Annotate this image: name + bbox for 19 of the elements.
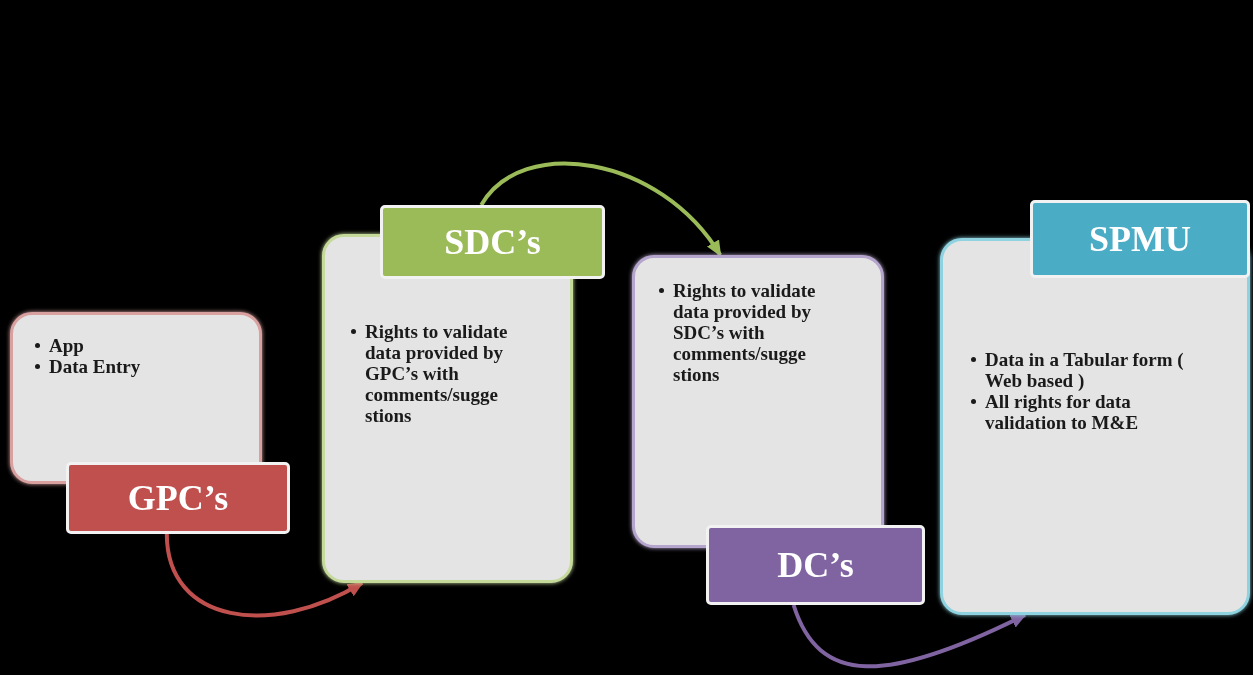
heading-tab — [66, 462, 290, 534]
stage-heading: GPC’s — [127, 477, 229, 519]
heading-tab — [1030, 200, 1250, 278]
stage-heading: SPMU — [1089, 218, 1191, 260]
stage-heading: DC’s — [777, 544, 854, 586]
bullet-text: Rights to validate data provided by GPC’s with comments/sugge stions — [365, 321, 509, 426]
bullet-text: All rights for data validation to M&E — [985, 391, 1140, 433]
curved-arrow — [791, 604, 1027, 669]
heading-tab — [706, 525, 925, 605]
content-card — [10, 312, 262, 484]
stage-heading: SDC’s — [444, 221, 541, 263]
curved-arrow — [164, 533, 364, 618]
bullet-text: App — [49, 335, 84, 356]
bullet-text: Rights to validate data provided by SDC’s with comments/sugge stions — [673, 280, 817, 385]
bullet-text: Data Entry — [49, 356, 141, 377]
content-card — [632, 255, 884, 548]
curved-arrow — [479, 161, 722, 257]
bullet-text: Data in a Tabular form ( Web based ) — [985, 349, 1185, 391]
heading-tab — [380, 205, 605, 279]
